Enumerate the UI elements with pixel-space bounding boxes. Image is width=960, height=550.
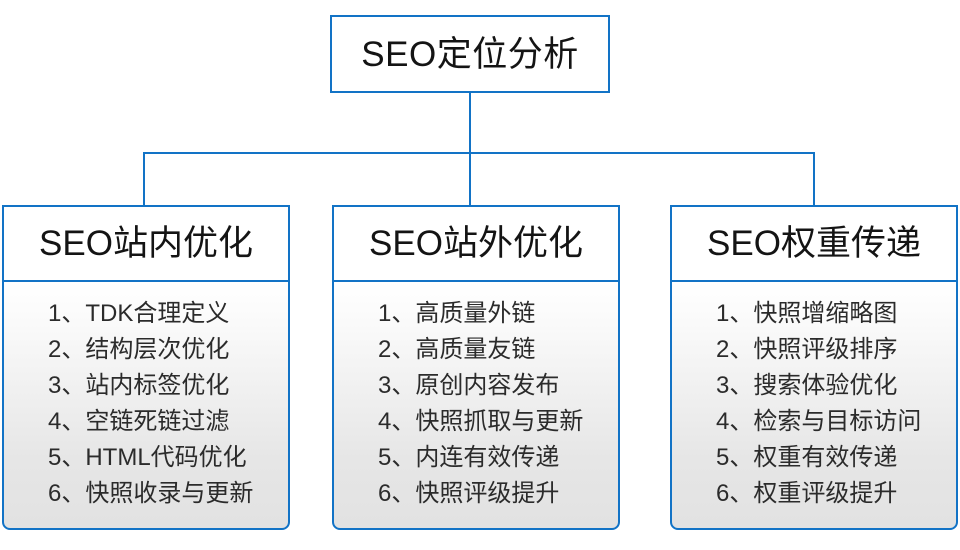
- list-item: 4、快照抓取与更新: [378, 408, 584, 435]
- connector-drop-branch-1: [143, 152, 145, 207]
- connector-drop-branch-2: [469, 152, 471, 207]
- branch-body-1: 1、TDK合理定义 2、结构层次优化 3、站内标签优化 4、空链死链过滤 5、H…: [2, 280, 290, 530]
- branch-header-label-3: SEO权重传递: [707, 224, 921, 263]
- list-item: 5、内连有效传递: [378, 444, 560, 471]
- branch-body-3: 1、快照增缩略图 2、快照评级排序 3、搜索体验优化 4、检索与目标访问 5、权…: [670, 280, 958, 530]
- branch-list-1: 1、TDK合理定义 2、结构层次优化 3、站内标签优化 4、空链死链过滤 5、H…: [4, 296, 253, 512]
- branch-list-3: 1、快照增缩略图 2、快照评级排序 3、搜索体验优化 4、检索与目标访问 5、权…: [672, 296, 921, 512]
- list-item: 1、快照增缩略图: [716, 300, 898, 327]
- list-item: 3、搜索体验优化: [716, 372, 898, 399]
- list-item: 6、权重评级提升: [716, 480, 898, 507]
- list-item: 2、快照评级排序: [716, 336, 898, 363]
- branch-header-2[interactable]: SEO站外优化: [332, 205, 620, 282]
- branch-body-2: 1、高质量外链 2、高质量友链 3、原创内容发布 4、快照抓取与更新 5、内连有…: [332, 280, 620, 530]
- list-item: 4、空链死链过滤: [48, 408, 230, 435]
- list-item: 4、检索与目标访问: [716, 408, 922, 435]
- branch-header-label-2: SEO站外优化: [369, 224, 583, 263]
- branch-header-3[interactable]: SEO权重传递: [670, 205, 958, 282]
- connector-horizontal-bus: [143, 152, 815, 154]
- list-item: 3、站内标签优化: [48, 372, 230, 399]
- branch-column-3: SEO权重传递 1、快照增缩略图 2、快照评级排序 3、搜索体验优化 4、检索与…: [670, 205, 958, 530]
- list-item: 3、原创内容发布: [378, 372, 560, 399]
- list-item: 1、TDK合理定义: [48, 300, 230, 327]
- branch-column-2: SEO站外优化 1、高质量外链 2、高质量友链 3、原创内容发布 4、快照抓取与…: [332, 205, 620, 530]
- list-item: 5、HTML代码优化: [48, 444, 247, 471]
- branch-header-1[interactable]: SEO站内优化: [2, 205, 290, 282]
- list-item: 5、权重有效传递: [716, 444, 898, 471]
- list-item: 2、结构层次优化: [48, 336, 230, 363]
- list-item: 1、高质量外链: [378, 300, 536, 327]
- connector-drop-branch-3: [813, 152, 815, 207]
- root-node-label: SEO定位分析: [361, 34, 579, 74]
- list-item: 2、高质量友链: [378, 336, 536, 363]
- connector-root-stem: [469, 93, 471, 154]
- root-node-box[interactable]: SEO定位分析: [330, 15, 610, 93]
- branch-list-2: 1、高质量外链 2、高质量友链 3、原创内容发布 4、快照抓取与更新 5、内连有…: [334, 296, 583, 512]
- list-item: 6、快照评级提升: [378, 480, 560, 507]
- branch-column-1: SEO站内优化 1、TDK合理定义 2、结构层次优化 3、站内标签优化 4、空链…: [2, 205, 290, 530]
- list-item: 6、快照收录与更新: [48, 480, 254, 507]
- branch-header-label-1: SEO站内优化: [39, 224, 253, 263]
